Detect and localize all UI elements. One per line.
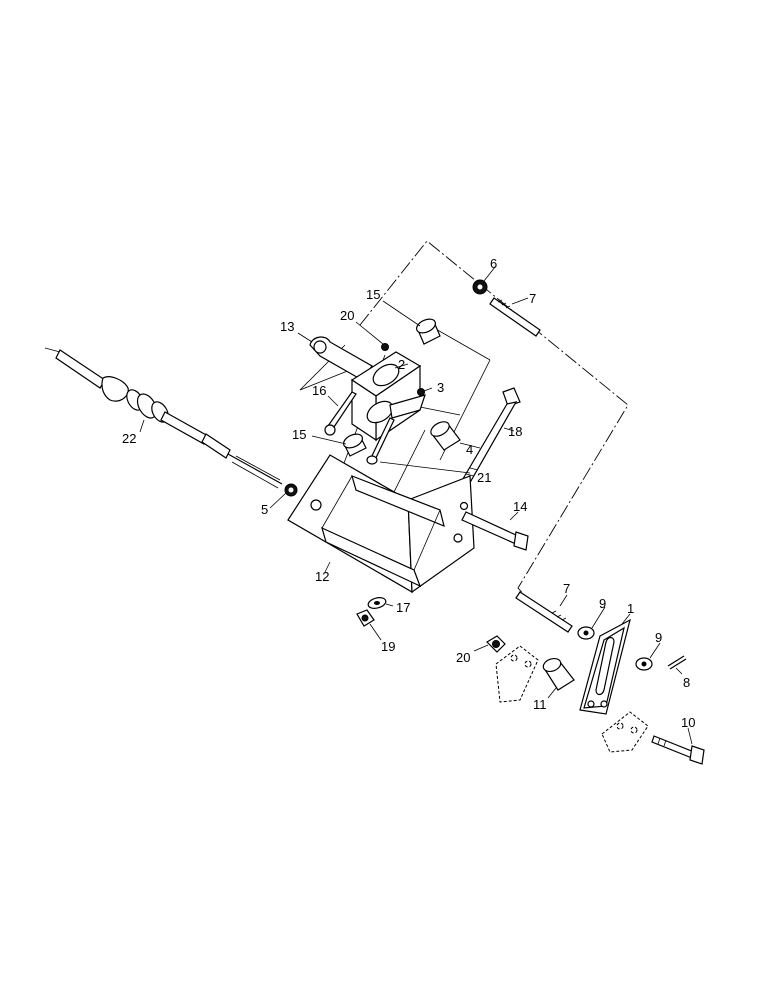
callout-label: 14 <box>513 499 527 514</box>
pin-3 <box>417 388 425 396</box>
callout-label: 12 <box>315 569 329 584</box>
mount-lug-left <box>495 645 539 703</box>
bolt-14 <box>461 511 529 551</box>
washer-9-right <box>635 657 653 671</box>
callout-label: 22 <box>122 431 136 446</box>
callout-label: 18 <box>508 424 522 439</box>
bolt-10 <box>651 735 705 765</box>
washer-17 <box>367 597 387 609</box>
callout-label: 3 <box>437 380 444 395</box>
callout-label: 15 <box>366 287 380 302</box>
rod-7-lower <box>515 591 573 633</box>
clevis-bracket <box>309 336 373 381</box>
callout-label: 9 <box>655 630 662 645</box>
bolt-18 <box>459 387 521 487</box>
callout-label: 13 <box>280 319 294 334</box>
washer-9-left <box>577 626 595 640</box>
callout-label: 20 <box>456 650 470 665</box>
main-bracket <box>287 454 475 594</box>
callout-label: 19 <box>381 639 395 654</box>
pivot-block <box>350 351 426 442</box>
callout-label: 8 <box>683 675 690 690</box>
callout-label: 7 <box>529 291 536 306</box>
callout-labels: 1 2 3 4 5 6 7 7 8 9 9 10 11 12 13 14 15 … <box>122 256 695 730</box>
nut-6 <box>472 279 488 295</box>
rod-7-upper <box>489 297 541 337</box>
callout-leaders <box>139 266 693 745</box>
callout-label: 10 <box>681 715 695 730</box>
callout-label: 4 <box>466 442 473 457</box>
callout-label: 2 <box>398 357 405 372</box>
callout-label: 6 <box>490 256 497 271</box>
slotted-plate <box>579 618 631 715</box>
bushing-15-upper <box>415 318 441 345</box>
control-cable <box>44 347 283 489</box>
callout-label: 7 <box>563 581 570 596</box>
callout-label: 21 <box>477 470 491 485</box>
bolt-21 <box>366 417 395 465</box>
callout-label: 5 <box>261 502 268 517</box>
callout-label: 9 <box>599 596 606 611</box>
cotter-pin-8 <box>667 655 687 670</box>
nut-19 <box>356 609 375 627</box>
assembly-guide-line <box>359 240 629 597</box>
nut-5 <box>284 483 298 497</box>
spacer-11 <box>542 657 575 691</box>
callout-label: 15 <box>292 427 306 442</box>
callout-label: 11 <box>533 697 547 712</box>
callout-label: 20 <box>340 308 354 323</box>
mount-lug-right <box>601 711 649 753</box>
callout-label: 16 <box>312 383 326 398</box>
nut-20-lower <box>486 635 506 653</box>
callout-label: 17 <box>396 600 410 615</box>
callout-label: 1 <box>627 601 634 616</box>
bushing-15-lower <box>342 433 367 457</box>
bushing-4 <box>430 421 461 451</box>
bolt-16 <box>324 391 357 436</box>
pin-20-upper <box>381 343 389 351</box>
